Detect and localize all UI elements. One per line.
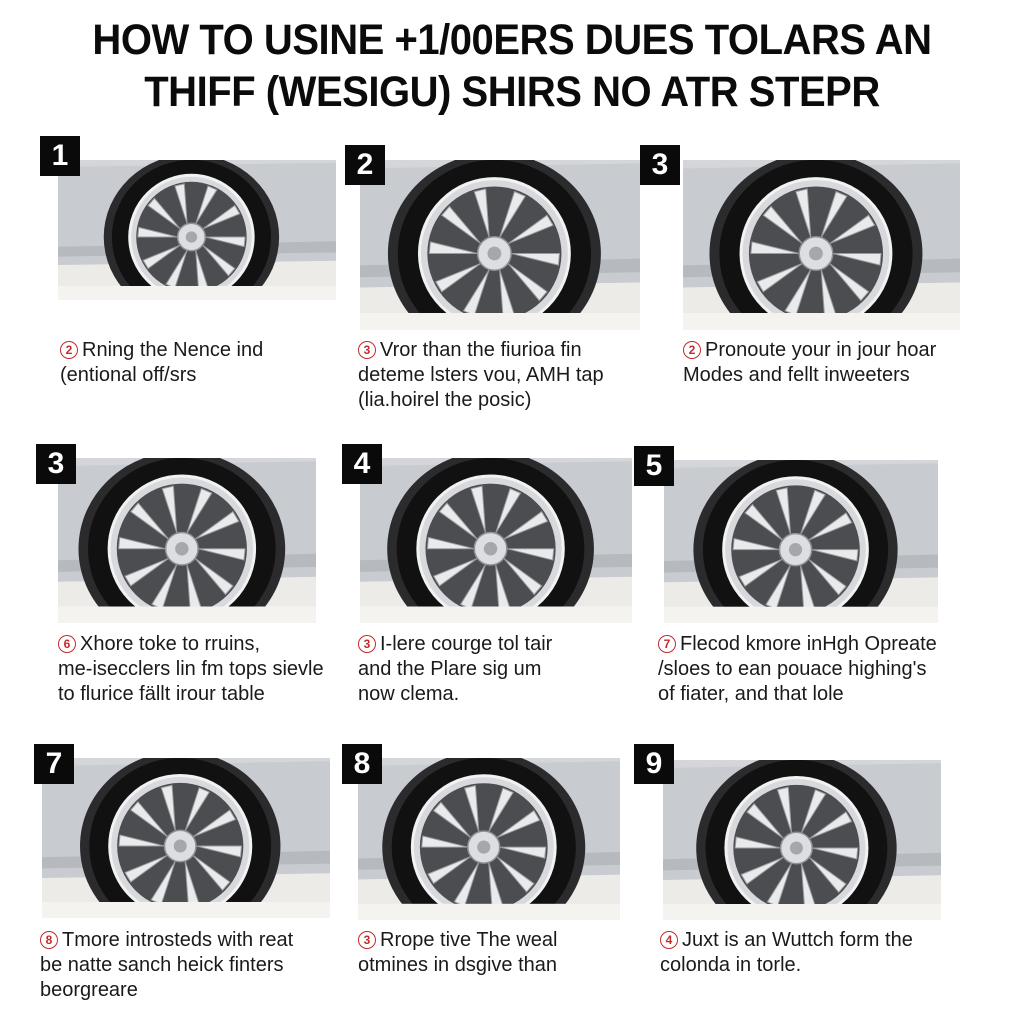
caption-line: /sloes to ean pouace highing's [658, 658, 927, 680]
caption-text: Tmore introsteds with reat [62, 929, 294, 951]
circled-number-icon: 3 [358, 341, 376, 359]
step-number-badge: 4 [342, 444, 382, 484]
circled-number-icon: 2 [60, 341, 78, 359]
page-title: HOW TO USINE +1/00ERS DUES TOLARS AN THI… [36, 14, 988, 118]
step-number-badge: 3 [640, 145, 680, 185]
circled-number-icon: 3 [358, 635, 376, 653]
wheel-photo [664, 460, 938, 623]
caption-text: Vror than the fiurioa fin [380, 339, 582, 361]
caption-text: I-lere courge tol tair [380, 633, 553, 655]
caption-text: Juxt is an Wuttch form the [682, 929, 913, 951]
circled-number-icon: 4 [660, 931, 678, 949]
step-number-badge: 1 [40, 136, 80, 176]
caption-line: beorgreare [40, 979, 138, 1001]
wheel-photo [358, 758, 620, 920]
circled-number-icon: 7 [658, 635, 676, 653]
caption-line: (lia.hoirel the posic) [358, 389, 532, 411]
caption-line: otmines in dsgive than [358, 954, 558, 976]
wheel-photo [683, 160, 960, 330]
circled-number-icon: 6 [58, 635, 76, 653]
circled-number-icon: 8 [40, 931, 58, 949]
title-line-2: THIFF (WESIGU) SHIRS NO ATR STEPR [144, 68, 880, 116]
caption-line: Modes and fellt inweeters [683, 364, 910, 386]
caption-line: now clema. [358, 683, 460, 705]
caption-text: Rrope tive The weal [380, 929, 558, 951]
wheel-photo [360, 160, 640, 330]
step-number-badge: 5 [634, 446, 674, 486]
caption-line: me-isecclers lin fm tops sievle [58, 658, 324, 680]
caption-line: and the Plare sig um [358, 658, 542, 680]
wheel-photo [58, 160, 336, 300]
circled-number-icon: 3 [358, 931, 376, 949]
caption-line: to flurice fällt irour table [58, 683, 265, 705]
wheel-photo [42, 758, 330, 918]
wheel-photo [663, 760, 941, 920]
step-number-badge: 3 [36, 444, 76, 484]
caption-line: (entional off/srs [60, 364, 197, 386]
circled-number-icon: 2 [683, 341, 701, 359]
caption-text: Flecod kmore inHgh Opreate [680, 633, 937, 655]
title-line-1: HOW TO USINE +1/00ERS DUES TOLARS AN [92, 16, 932, 64]
step-number-badge: 7 [34, 744, 74, 784]
caption-text: Xhore toke to rruins, [80, 633, 261, 655]
caption-line: deteme lsters vou, AMH tap [358, 364, 604, 386]
step-number-badge: 8 [342, 744, 382, 784]
step-number-badge: 9 [634, 744, 674, 784]
step-number-badge: 2 [345, 145, 385, 185]
caption-text: Pronoute your in jour hoar [705, 339, 937, 361]
wheel-photo [58, 458, 316, 623]
caption-line: be natte sanch heick finters [40, 954, 284, 976]
wheel-photo [360, 458, 632, 623]
caption-text: Rning the Nence ind [82, 339, 264, 361]
caption-line: of fiater, and that lole [658, 683, 844, 705]
caption-line: colonda in torle. [660, 954, 802, 976]
